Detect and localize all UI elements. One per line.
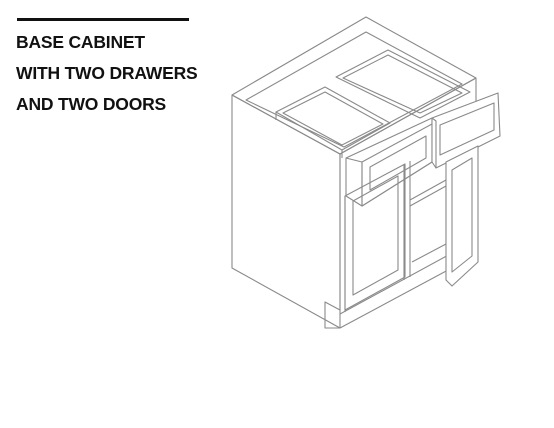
right-drawer-box	[335, 49, 471, 119]
left-drawer-box	[275, 86, 391, 158]
title-line-3: AND TWO DOORS	[16, 94, 167, 114]
right-door	[445, 145, 479, 287]
left-door	[344, 163, 406, 311]
title-line-1: BASE CABINET	[16, 32, 145, 52]
title-line-2: WITH TWO DRAWERS	[16, 63, 198, 83]
interior-shelf	[409, 179, 447, 263]
left-drawer-front	[345, 117, 433, 207]
title-rule	[17, 18, 189, 21]
product-title: BASE CABINET WITH TWO DRAWERS AND TWO DO…	[16, 27, 198, 120]
